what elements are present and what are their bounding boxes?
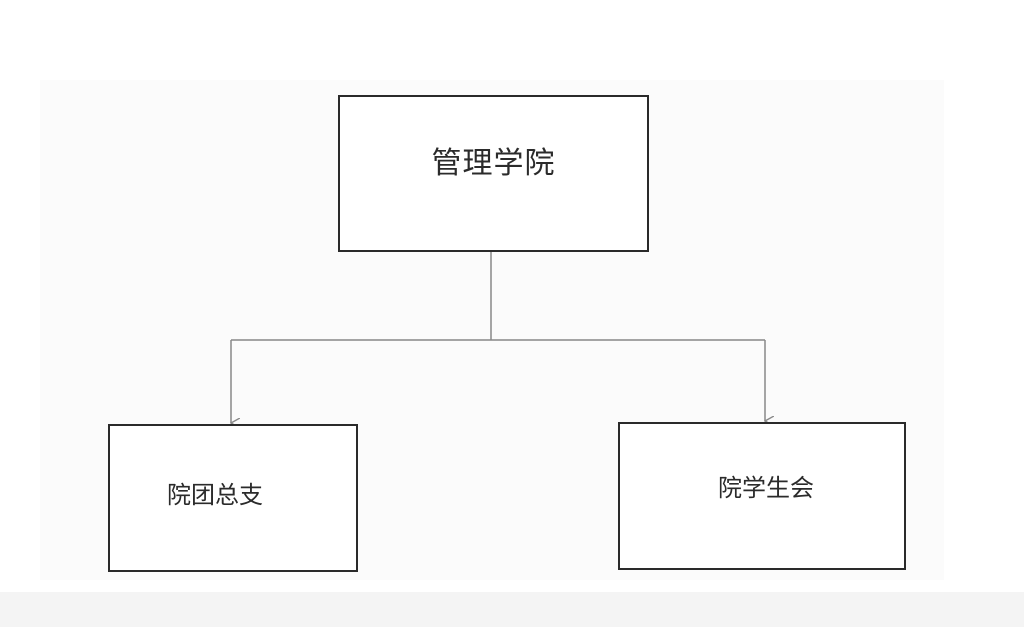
root-node-box: 管理学院 xyxy=(338,95,649,252)
child-node-box-right: 院学生会 xyxy=(618,422,906,570)
footer-band xyxy=(0,592,1024,627)
child-node-box-left: 院团总支 xyxy=(108,424,358,572)
child-node-label-right: 院学生会 xyxy=(718,473,814,502)
root-node-label: 管理学院 xyxy=(431,145,556,181)
child-node-label-left: 院团总支 xyxy=(167,480,263,509)
